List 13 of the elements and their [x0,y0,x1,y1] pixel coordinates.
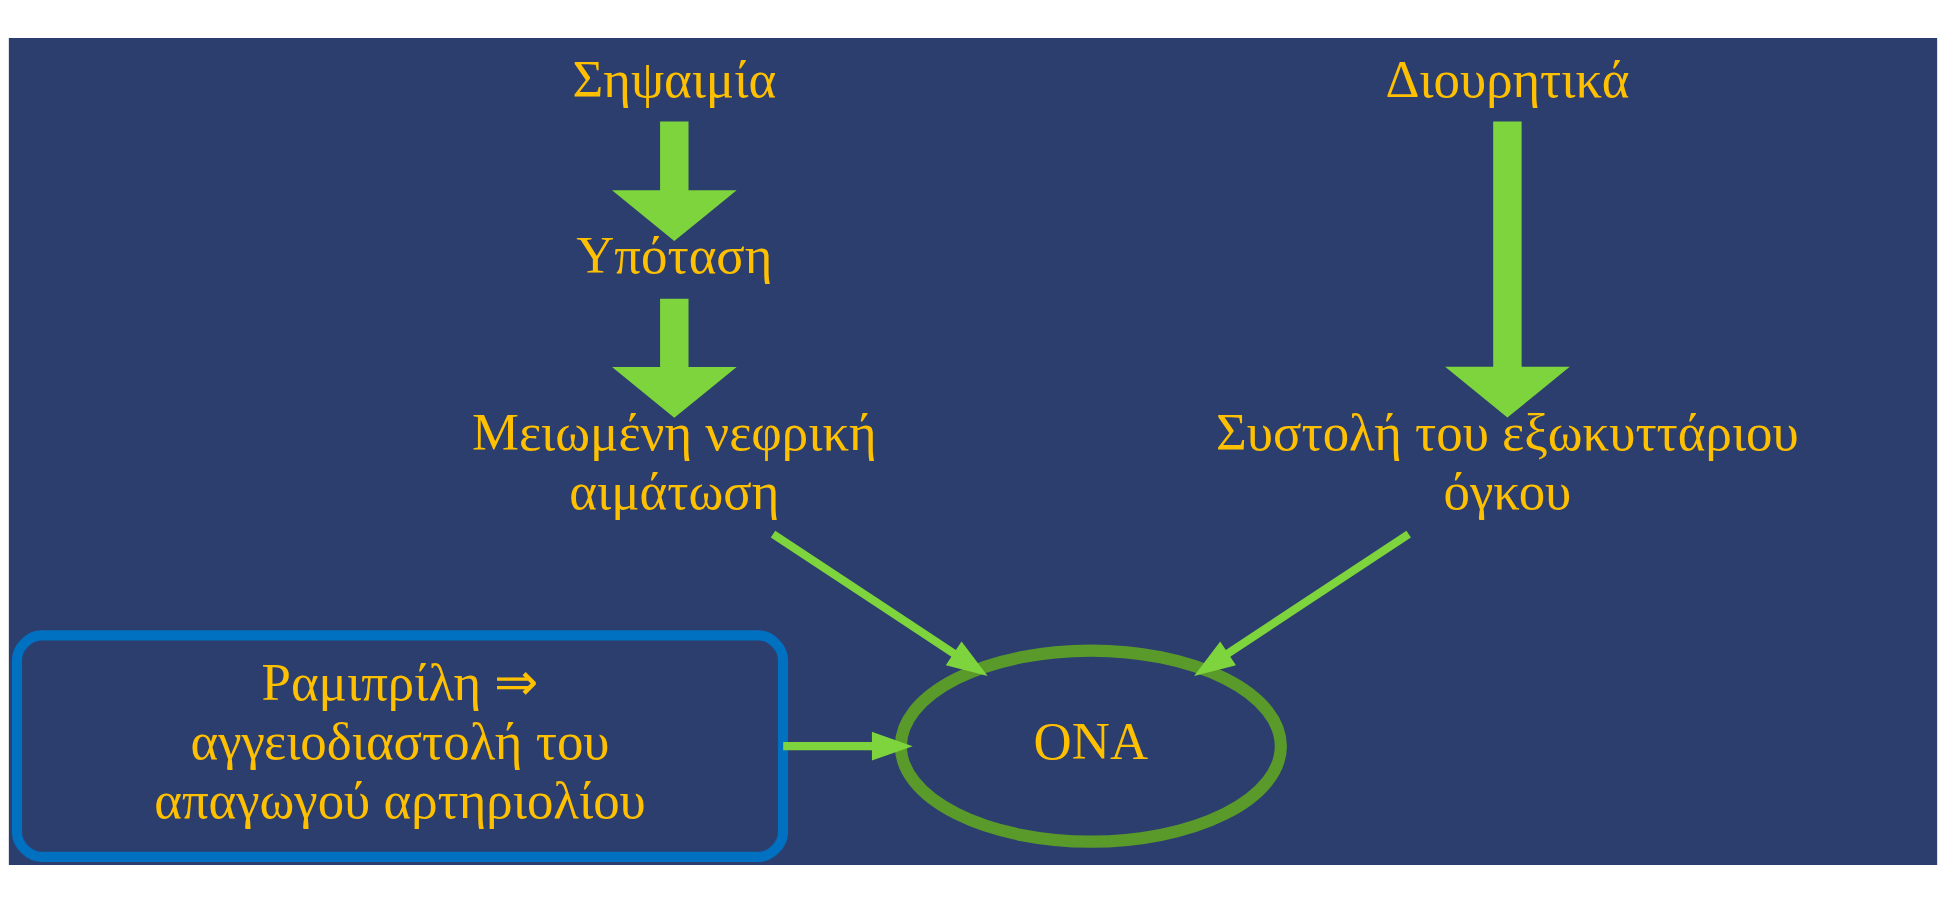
arrow [612,298,737,418]
node-text: Υπόταση [576,225,773,284]
arrow [783,731,913,760]
arrow [1194,530,1411,676]
node-box: Ραμιπρίλη ⇒ αγγειοδιαστολή του απαγωγού αρτηριολίου [11,629,789,862]
arrow [770,530,988,676]
node-text: Διουρητικά [1385,49,1630,108]
arrow [612,121,737,241]
node-text: Συστολή του εξωκυττάριου όγκου [1216,402,1799,520]
node-text: Μειωμένη νεφρική αιμάτωση [471,402,877,520]
arrow [1445,120,1570,418]
node-ellipse: ΟΝΑ [894,644,1287,848]
node-text: Σηψαιμία [572,49,777,108]
